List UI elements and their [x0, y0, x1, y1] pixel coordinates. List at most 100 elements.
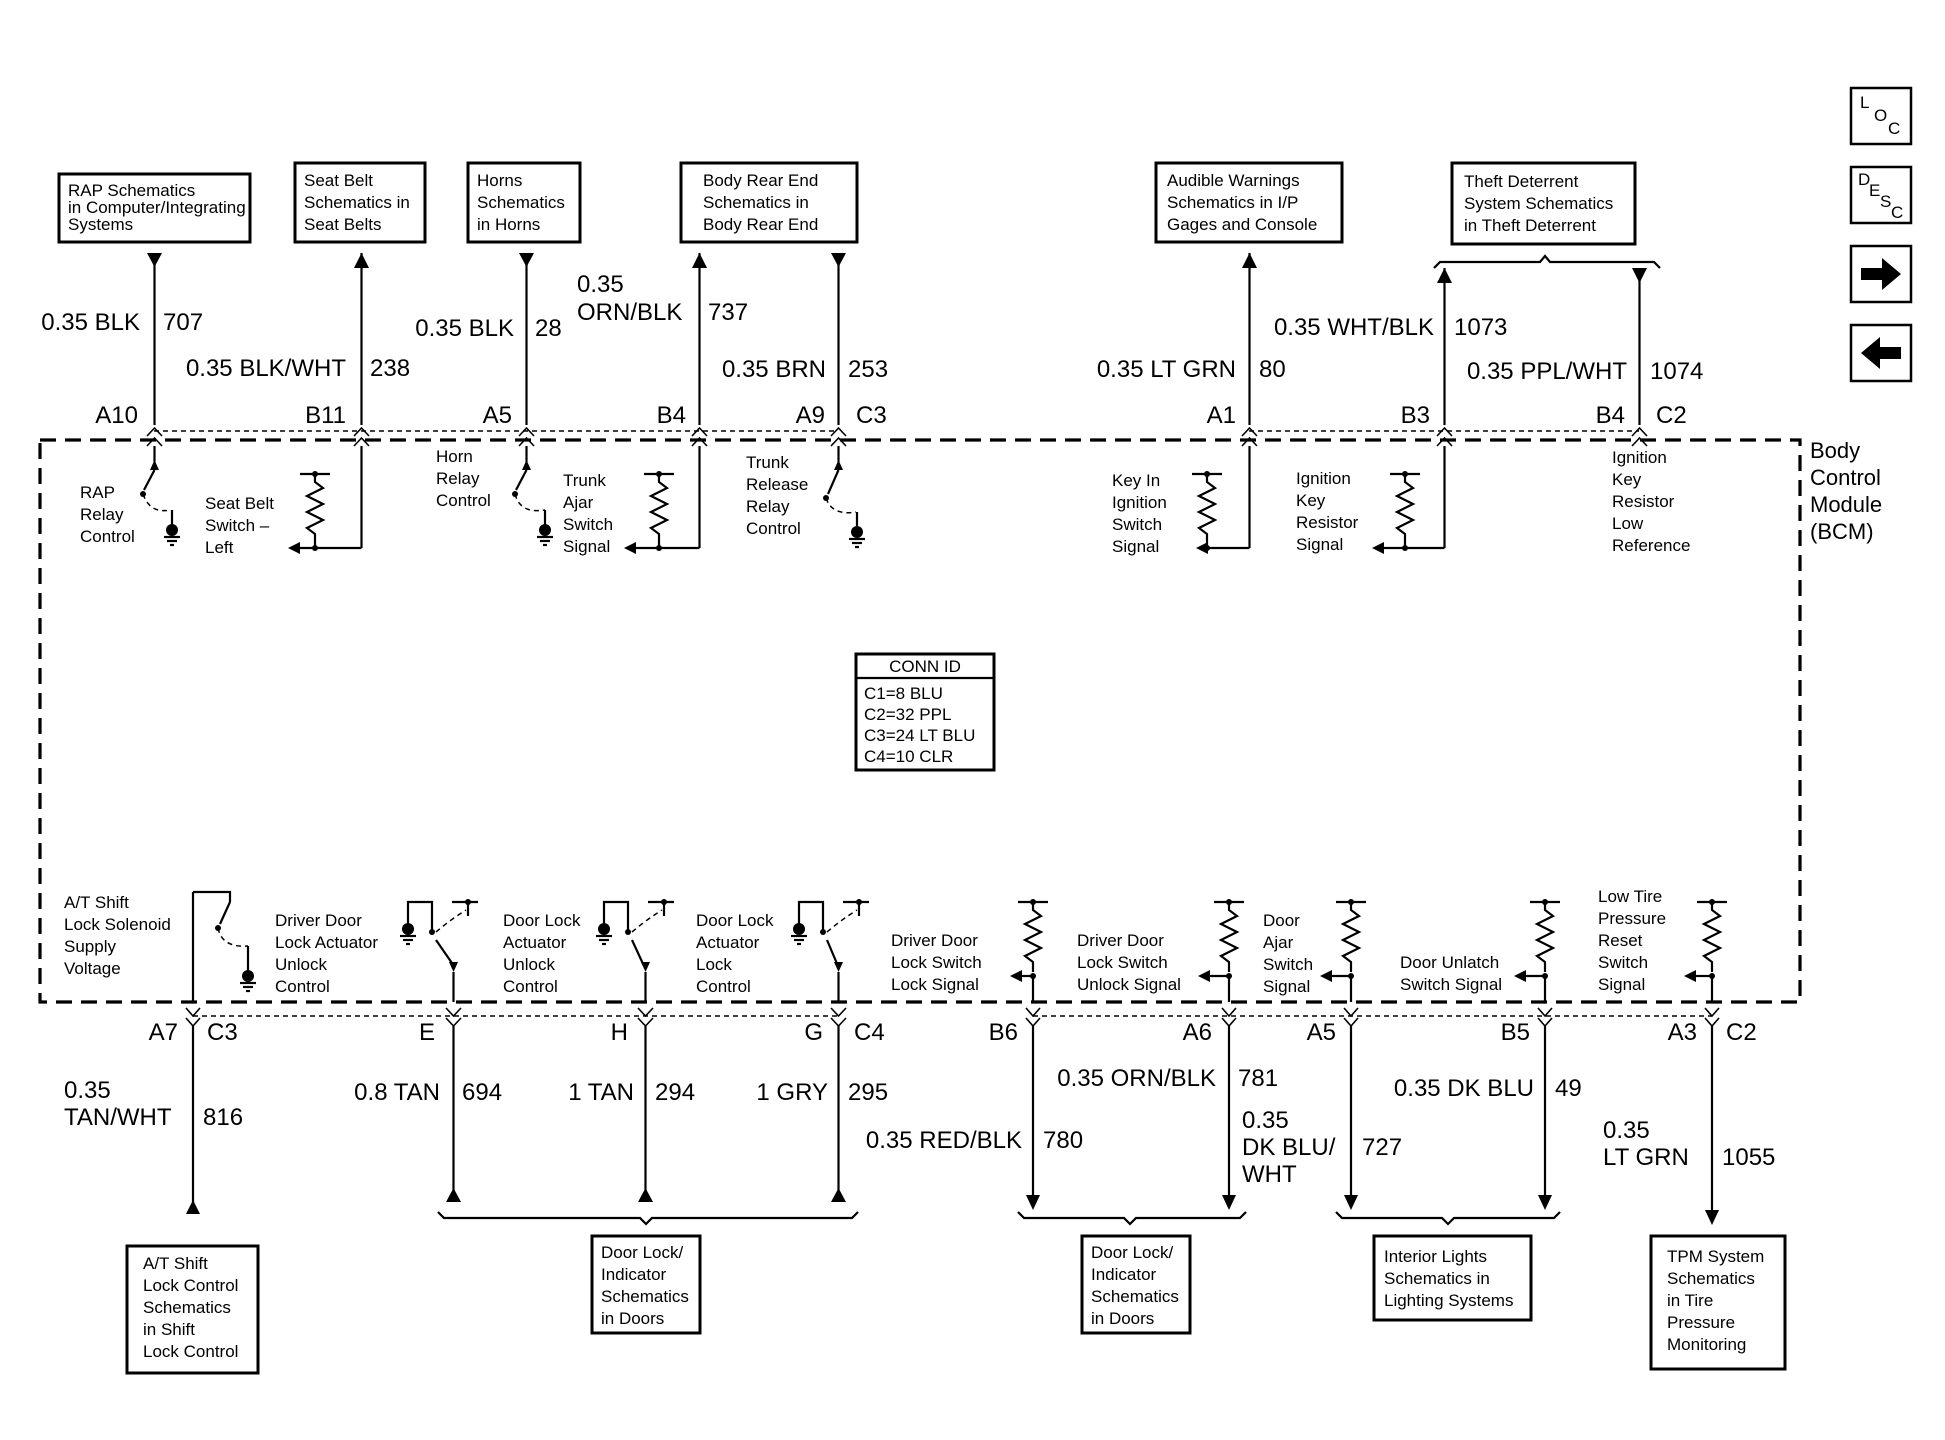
- horn-relay-switch: [512, 446, 553, 547]
- svg-text:A7: A7: [149, 1019, 178, 1046]
- svg-text:C3: C3: [207, 1019, 238, 1046]
- svg-text:in Theft Deterrent: in Theft Deterrent: [1464, 216, 1596, 235]
- svg-text:Schematics: Schematics: [1091, 1287, 1179, 1306]
- svg-text:238: 238: [370, 355, 410, 382]
- ref-box-seat-belt[interactable]: Seat Belt Schematics in Seat Belts: [293, 161, 427, 244]
- svg-text:A/T Shift: A/T Shift: [143, 1254, 208, 1273]
- svg-text:Signal: Signal: [1598, 975, 1645, 994]
- door-lock-lock-switch: [791, 899, 869, 1002]
- svg-text:Voltage: Voltage: [64, 959, 121, 978]
- svg-text:Signal: Signal: [1112, 537, 1159, 556]
- svg-text:Reference: Reference: [1612, 536, 1690, 555]
- ref-box-tpm-system[interactable]: TPM System Schematics in Tire Pressure M…: [1649, 1234, 1787, 1371]
- svg-text:Switch Signal: Switch Signal: [1400, 975, 1502, 994]
- svg-text:Driver Door: Driver Door: [891, 931, 978, 950]
- svg-text:Gages and Console: Gages and Console: [1167, 215, 1317, 234]
- ref-box-body-rear-end[interactable]: Body Rear End Schematics in Body Rear En…: [679, 161, 859, 244]
- svg-text:Control: Control: [80, 527, 135, 546]
- svg-text:Actuator: Actuator: [503, 933, 567, 952]
- wire-294: [638, 1026, 653, 1202]
- svg-text:Schematics: Schematics: [601, 1287, 689, 1306]
- svg-text:Unlock: Unlock: [275, 955, 327, 974]
- svg-text:DK BLU/: DK BLU/: [1242, 1134, 1336, 1161]
- interior-lights-bracket: [1335, 1211, 1561, 1226]
- svg-text:Control: Control: [275, 977, 330, 996]
- svg-text:TAN/WHT: TAN/WHT: [64, 1104, 172, 1131]
- svg-text:Left: Left: [205, 538, 234, 557]
- svg-text:Trunk: Trunk: [563, 471, 606, 490]
- svg-text:Ignition: Ignition: [1612, 448, 1667, 467]
- svg-text:B3: B3: [1401, 402, 1430, 429]
- svg-text:Switch: Switch: [563, 515, 613, 534]
- svg-text:Ignition: Ignition: [1112, 493, 1167, 512]
- svg-text:Lighting Systems: Lighting Systems: [1384, 1291, 1513, 1310]
- svg-text:Reset: Reset: [1598, 931, 1643, 950]
- ref-box-theft-deterrent[interactable]: Theft Deterrent System Schematics in The…: [1450, 161, 1637, 246]
- svg-text:Relay: Relay: [746, 497, 790, 516]
- svg-text:Indicator: Indicator: [1091, 1265, 1157, 1284]
- svg-text:C4: C4: [854, 1019, 885, 1046]
- door-lock-bracket-1: [437, 1211, 859, 1226]
- svg-text:Lock Signal: Lock Signal: [891, 975, 979, 994]
- svg-text:0.8 TAN: 0.8 TAN: [354, 1079, 440, 1106]
- svg-text:Seat Belt: Seat Belt: [205, 494, 274, 513]
- top-wire-labels: 0.35 BLK 707 0.35 BLK/WHT 238 0.35 BLK 2…: [41, 271, 1703, 385]
- svg-text:1 GRY: 1 GRY: [756, 1079, 828, 1106]
- svg-text:Actuator: Actuator: [696, 933, 760, 952]
- wire-816: [186, 1026, 200, 1214]
- svg-text:0.35 DK BLU: 0.35 DK BLU: [1394, 1075, 1534, 1102]
- svg-text:in Doors: in Doors: [601, 1309, 664, 1328]
- ref-box-horns[interactable]: Horns Schematics in Horns: [466, 161, 582, 244]
- svg-text:253: 253: [848, 356, 888, 383]
- svg-text:1055: 1055: [1722, 1144, 1775, 1171]
- svg-text:S: S: [1880, 192, 1891, 211]
- svg-text:Door Lock: Door Lock: [696, 911, 774, 930]
- arrow-left-icon: [1861, 337, 1901, 369]
- svg-text:694: 694: [462, 1079, 502, 1106]
- svg-text:Signal: Signal: [563, 537, 610, 556]
- svg-text:Driver Door: Driver Door: [1077, 931, 1164, 950]
- wire-1055: [1705, 1026, 1719, 1225]
- svg-text:E: E: [419, 1019, 435, 1046]
- svg-text:Signal: Signal: [1263, 977, 1310, 996]
- svg-text:Schematics in: Schematics in: [304, 193, 410, 212]
- svg-text:737: 737: [708, 299, 748, 326]
- svg-text:C: C: [1888, 119, 1900, 138]
- svg-text:Horns: Horns: [477, 171, 522, 190]
- svg-text:C2=32 PPL: C2=32 PPL: [864, 705, 951, 724]
- svg-text:Unlock: Unlock: [503, 955, 555, 974]
- ref-box-door-lock-1[interactable]: Door Lock/ Indicator Schematics in Doors: [590, 1234, 702, 1335]
- ref-box-door-lock-2[interactable]: Door Lock/ Indicator Schematics in Doors: [1080, 1234, 1192, 1335]
- svg-text:727: 727: [1362, 1134, 1402, 1161]
- svg-text:in Computer/Integrating: in Computer/Integrating: [68, 198, 246, 217]
- svg-text:CONN ID: CONN ID: [889, 657, 961, 676]
- next-page-button[interactable]: [1849, 244, 1913, 304]
- trunk-release-switch: [823, 446, 865, 549]
- desc-button[interactable]: D E S C: [1849, 165, 1913, 225]
- ref-box-rap[interactable]: RAP Schematics in Computer/Integrating S…: [57, 172, 252, 244]
- key-in-ignition-resistor: [1192, 446, 1251, 554]
- svg-text:Lock Control: Lock Control: [143, 1276, 238, 1295]
- driver-door-unlock-signal-resistor: [1198, 899, 1244, 1002]
- trunk-ajar-resistor: [624, 446, 701, 554]
- svg-text:Pressure: Pressure: [1667, 1313, 1735, 1332]
- svg-text:Door: Door: [1263, 911, 1300, 930]
- ref-box-at-shift-lock[interactable]: A/T Shift Lock Control Schematics in Shi…: [125, 1244, 260, 1375]
- svg-text:(BCM): (BCM): [1810, 519, 1874, 544]
- bcm-module-outline: [38, 438, 1802, 1004]
- svg-text:in Horns: in Horns: [477, 215, 540, 234]
- svg-text:Lock Switch: Lock Switch: [891, 953, 982, 972]
- svg-text:A5: A5: [483, 402, 512, 429]
- wire-253: [831, 253, 846, 425]
- svg-text:Lock Switch: Lock Switch: [1077, 953, 1168, 972]
- svg-text:Indicator: Indicator: [601, 1265, 667, 1284]
- prev-page-button[interactable]: [1849, 323, 1913, 383]
- svg-text:Seat Belt: Seat Belt: [304, 171, 373, 190]
- wire-707: [147, 253, 162, 425]
- svg-text:Release: Release: [746, 475, 808, 494]
- ref-box-audible-warnings[interactable]: Audible Warnings Schematics in I/P Gages…: [1154, 161, 1344, 244]
- ref-box-interior-lights[interactable]: Interior Lights Schematics in Lighting S…: [1372, 1234, 1533, 1322]
- svg-text:Audible Warnings: Audible Warnings: [1167, 171, 1300, 190]
- loc-button[interactable]: L O C: [1849, 86, 1913, 146]
- svg-text:Lock Actuator: Lock Actuator: [275, 933, 378, 952]
